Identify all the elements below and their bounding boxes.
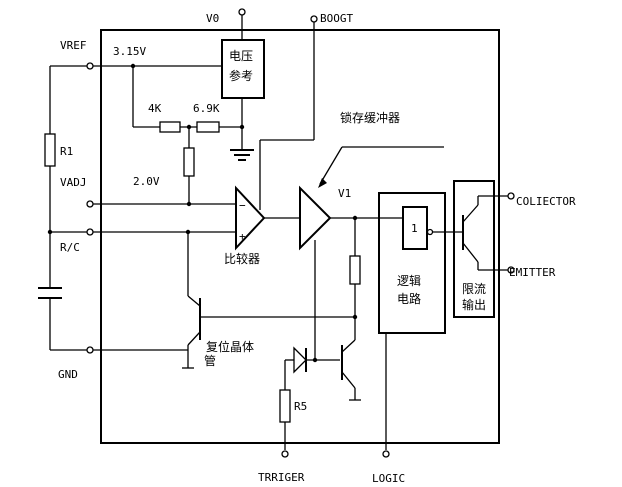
reset-transistor — [182, 232, 355, 369]
label-emitter: EMITTER — [509, 266, 556, 279]
label-r1: R1 — [60, 145, 73, 158]
pin-colector — [507, 192, 515, 200]
pin-trriger — [281, 450, 289, 458]
latch-buffer-symbol — [299, 185, 332, 251]
resistor-r1 — [44, 133, 56, 167]
resistor-divider-lower — [183, 147, 195, 177]
ic-outline — [100, 29, 500, 444]
label-4k: 4K — [148, 102, 162, 115]
logic-label-2: 电路 — [397, 291, 421, 306]
logic-label-1: 逻辑 — [397, 274, 421, 288]
zener-diode — [293, 346, 307, 374]
label-vref: VREF — [60, 39, 87, 52]
pin-boogt — [310, 15, 318, 23]
logic-gate — [402, 206, 428, 250]
label-2v0: 2.0V — [133, 175, 160, 188]
ground-symbol — [230, 149, 254, 161]
label-rc: R/C — [60, 241, 80, 254]
label-colector: COLIECTOR — [516, 195, 576, 208]
resistor-4k — [159, 121, 181, 133]
comparator-label: 比较器 — [224, 251, 260, 266]
pin-rc — [86, 228, 94, 236]
pin-vref — [86, 62, 94, 70]
resistor-6k9 — [196, 121, 220, 133]
reset-transistor-label-1: 复位晶体 — [206, 339, 254, 354]
ref-label-2: 参考 — [229, 68, 253, 83]
latch-buffer-label: 锁存缓冲器 — [340, 110, 400, 125]
logic-gate-label: 1 — [411, 222, 418, 235]
pin-gnd — [86, 346, 94, 354]
svg-text:−: − — [239, 199, 246, 212]
current-limit-output-block — [453, 180, 495, 318]
label-trriger: TRRIGER — [258, 471, 305, 484]
label-r5: R5 — [294, 400, 307, 413]
pin-emitter — [507, 266, 515, 274]
resistor-r5 — [279, 389, 291, 423]
comparator-symbol: − + — [235, 185, 266, 251]
voltage-reference-block — [221, 39, 265, 99]
reset-transistor-label-2: 管 — [204, 353, 216, 368]
label-6k9: 6.9K — [193, 102, 220, 115]
label-vadj: VADJ — [60, 176, 87, 189]
pin-v0 — [238, 8, 246, 16]
ref-label-1: 电压 — [229, 49, 253, 63]
latch-buffer-arrow — [319, 146, 343, 185]
label-v1: V1 — [338, 187, 351, 200]
logic-circuit-block — [378, 192, 446, 334]
label-logic: LOGIC — [372, 472, 405, 485]
svg-text:+: + — [239, 230, 246, 243]
resistor-pullup — [349, 255, 361, 285]
label-boogt: BOOGT — [320, 12, 353, 25]
output-transistor — [462, 195, 508, 271]
pin-vadj — [86, 200, 94, 208]
label-3v15: 3.15V — [113, 45, 146, 58]
pin-logic — [382, 450, 390, 458]
trigger-transistor — [341, 339, 361, 401]
label-v0: V0 — [206, 12, 219, 25]
limit-label-1: 限流 — [462, 282, 486, 296]
limit-label-2: 输出 — [462, 297, 486, 312]
label-gnd: GND — [58, 368, 78, 381]
